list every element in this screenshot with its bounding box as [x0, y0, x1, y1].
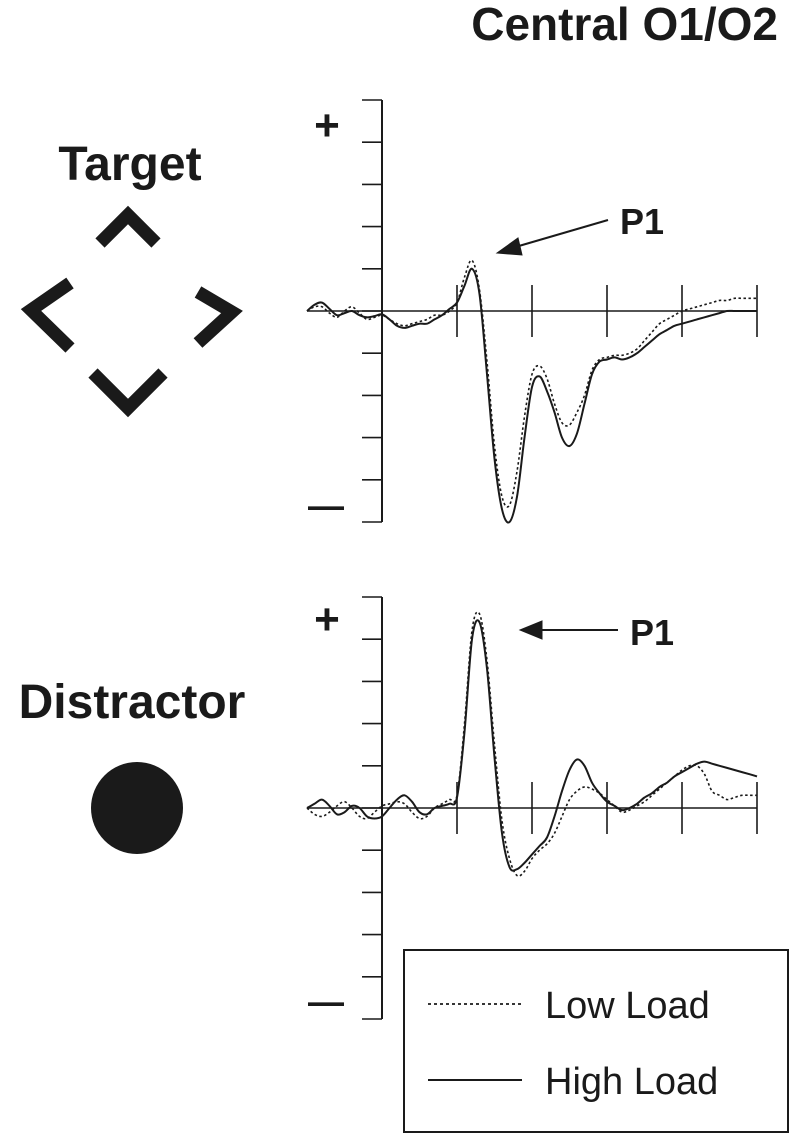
bracket-left-icon: [20, 277, 75, 353]
distractor-p1-label: P1: [630, 612, 674, 653]
distractor-p1-arrow: [518, 620, 618, 640]
diamond-brackets-icon: [20, 205, 243, 418]
legend-box: [403, 949, 789, 1133]
legend-low-load-label: Low Load: [545, 985, 710, 1027]
distractor-condition-label: Distractor: [19, 676, 246, 729]
target-plus-label: +: [314, 101, 340, 150]
distractor-plus-label: +: [314, 595, 340, 644]
bracket-top-icon: [95, 205, 161, 248]
legend: Low Load High Load: [403, 949, 789, 1133]
target-p1-arrow: [495, 219, 609, 256]
bracket-bottom-icon: [88, 368, 168, 418]
high-load-series-line: [306, 267, 757, 524]
target-minus-label: —: [308, 485, 344, 526]
target-condition-label: Target: [58, 138, 201, 191]
filled-circle-icon: [91, 762, 183, 854]
distractor-waveform-panel: [306, 596, 758, 1020]
high-load-series-line: [306, 619, 758, 872]
low-load-series-line: [306, 611, 757, 877]
legend-high-load-label: High Load: [545, 1061, 718, 1103]
figure-title: Central O1/O2: [471, 0, 778, 50]
target-waveform-panel: [306, 99, 758, 524]
distractor-minus-label: —: [308, 981, 344, 1022]
low-load-series-line: [306, 259, 757, 508]
target-p1-label: P1: [620, 201, 664, 242]
bracket-right-icon: [193, 286, 243, 348]
